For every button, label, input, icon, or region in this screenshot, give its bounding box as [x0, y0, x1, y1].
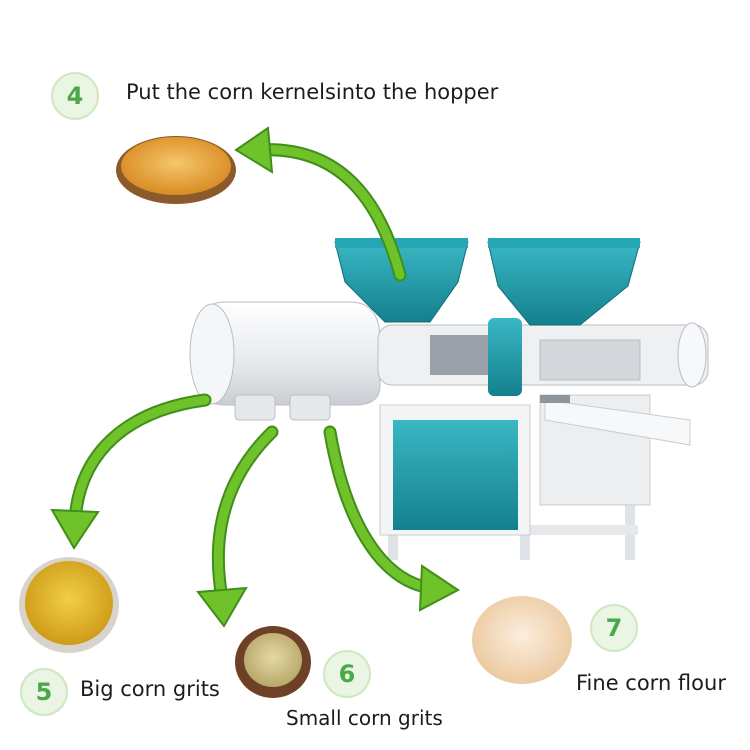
fine-corn-flour-pile: [472, 596, 572, 684]
step-6-badge: 6: [323, 650, 371, 698]
step-7-badge: 7: [590, 604, 638, 652]
corn-kernels-bowl: [116, 136, 236, 204]
right-hopper: [487, 241, 641, 326]
arrowhead-fine-flour: [418, 564, 460, 612]
step-5-badge: 5: [20, 668, 68, 716]
big-corn-grits-bowl: [19, 557, 119, 653]
step-4-badge: 4: [51, 72, 99, 120]
teal-cabinet-panel: [393, 420, 518, 530]
step-7-label: Fine corn flour: [576, 671, 726, 695]
small-corn-grits-bowl: [235, 626, 311, 698]
step-6-label: Small corn grits: [286, 706, 443, 730]
step-4-label: Put the corn kernelsinto the hopper: [126, 80, 499, 104]
arrowhead-kernels: [234, 126, 274, 174]
corn-milling-machine: [189, 238, 709, 560]
arrowhead-big-grits: [50, 508, 100, 550]
arrowhead-small-grits: [196, 586, 248, 628]
step-5-label: Big corn grits: [80, 677, 220, 701]
